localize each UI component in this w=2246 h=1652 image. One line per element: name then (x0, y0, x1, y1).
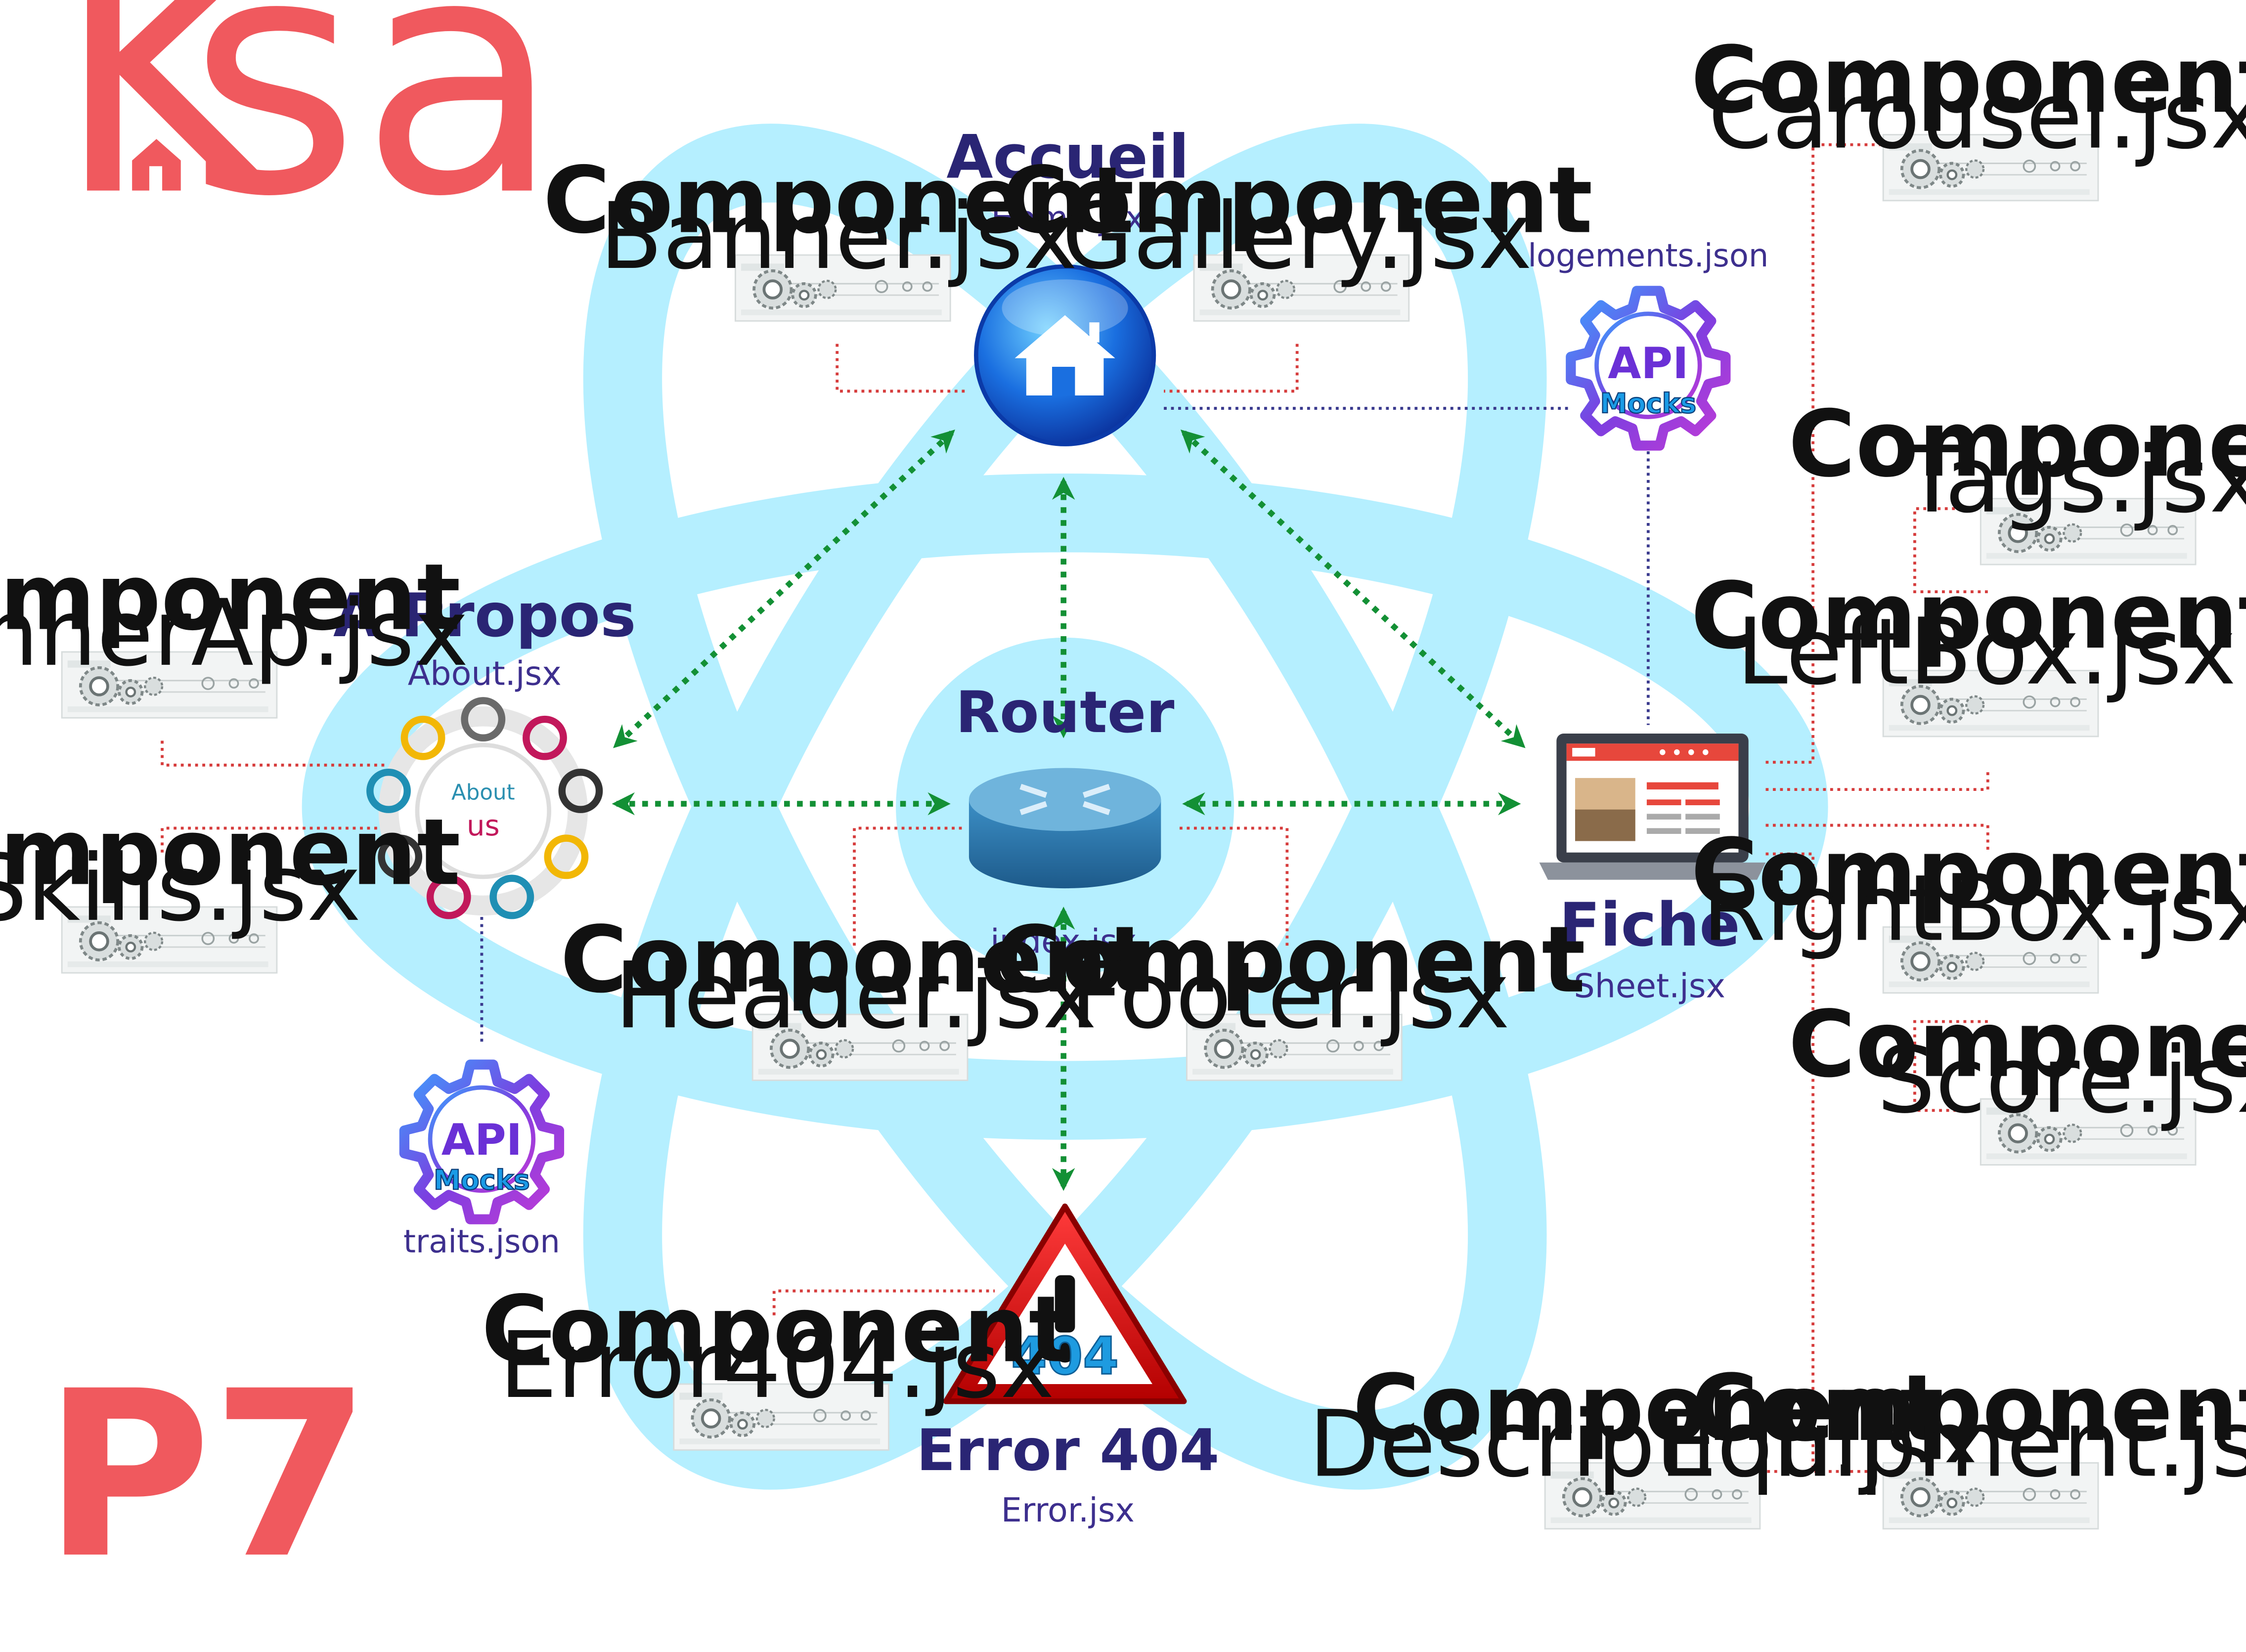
project-badge: P7 (43, 1343, 371, 1609)
component-file-banner: Banner.jsx (600, 183, 1077, 290)
component-carousel: Component Carousel.jsx (1691, 27, 2246, 201)
component-label: Component (0, 544, 461, 651)
page-accueil: Accueil Home.jsx (946, 122, 1189, 446)
page-file-home: Home.jsx (991, 199, 1145, 237)
component-label: Component (0, 799, 461, 906)
component-leftbox: Component LeftBox.jsx (1691, 563, 2246, 737)
component-score: Component Score.jsx (1788, 991, 2246, 1165)
page-title-fiche: Fiche (1559, 890, 1740, 960)
laptop-icon (1539, 734, 1766, 880)
api-file-logements: logements.json (1528, 238, 1768, 274)
component-label: Component (1691, 819, 2246, 926)
component-file-carousel: Carousel.jsx (1708, 63, 2246, 170)
component-footer: Component Footer.jsx (994, 907, 1585, 1081)
component-gallery: Component Gallery.jsx (1002, 147, 1593, 321)
component-links (161, 143, 1989, 1473)
logo-letter-k: K (55, 0, 281, 269)
route-arrows (612, 430, 1526, 1191)
component-file-footer: Footer.jsx (1070, 942, 1510, 1049)
component-label: Component (1691, 563, 2246, 669)
logo-letters-sa: sa (188, 0, 562, 269)
page-title-a-propos: A Propos (333, 580, 636, 651)
component-label: Component (1788, 391, 2246, 497)
component-description: Component Description.jsx (1309, 1355, 1988, 1529)
page-file-error: Error.jsx (1001, 1491, 1135, 1529)
router-file: index.jsx (990, 922, 1137, 961)
component-header: Component Header.jsx (560, 907, 1151, 1081)
component-skills: Component Skills.jsx (0, 799, 461, 973)
api-sub-logements: Mocks (1600, 388, 1696, 419)
component-label: Component (560, 907, 1151, 1013)
about-icon-top-text: About (451, 780, 515, 805)
component-tags: Component Tags.jsx (1788, 391, 2246, 565)
component-label: Component (1691, 27, 2246, 133)
page-fiche: Fiche Sheet.jsx (1539, 734, 1766, 1005)
error-code-text: 404 (1011, 1326, 1119, 1387)
component-file-rightbox: RightBox.jsx (1702, 855, 2246, 961)
page-file-about: About.jsx (408, 654, 562, 693)
component-label: Component (543, 147, 1134, 254)
component-file-gallery: Gallery.jsx (1062, 183, 1532, 290)
component-file-skills: Skills.jsx (0, 835, 361, 942)
component-file-error404: Error404.jsx (499, 1312, 1055, 1419)
component-file-description: Description.jsx (1309, 1391, 1987, 1497)
component-label: Component (994, 907, 1585, 1013)
api-sub-traits: Mocks (434, 1164, 530, 1196)
component-file-equipment: Equipment.jsx (1659, 1391, 2246, 1497)
page-file-sheet: Sheet.jsx (1574, 966, 1725, 1005)
router-icon (969, 768, 1161, 889)
house-icon (132, 139, 181, 191)
component-label: Component (1002, 147, 1593, 254)
kasa-logo: K sa (55, 0, 562, 269)
about-icon-bottom-text: us (467, 809, 500, 842)
component-file-tags: Tags.jsx (1903, 427, 2246, 533)
component-bannerap: Component BannerAp.jsx (0, 544, 469, 718)
router-title: Router (956, 679, 1175, 746)
home-icon (974, 264, 1156, 446)
component-label: Component (1691, 1355, 2246, 1462)
page-title-accueil: Accueil (946, 122, 1189, 192)
page-a-propos: A Propos About.jsx About us (333, 580, 636, 919)
component-file-leftbox: LeftBox.jsx (1736, 599, 2236, 705)
api-label-logements: API (1608, 338, 1688, 389)
warning-icon: 404 (943, 1203, 1187, 1404)
page-error-404: 404 Error 404 Error.jsx (917, 1203, 1220, 1529)
page-title-error: Error 404 (917, 1417, 1220, 1484)
api-mocks-traits: API Mocks traits.json (403, 1065, 560, 1260)
component-equipment: Component Equipment.jsx (1659, 1355, 2246, 1529)
component-file-header: Header.jsx (615, 942, 1097, 1049)
component-label: Component (482, 1276, 1073, 1383)
router-node: Router index.jsx (956, 679, 1175, 960)
api-label-traits: API (441, 1115, 522, 1165)
component-label: Component (1788, 991, 2246, 1098)
component-file-score: Score.jsx (1877, 1027, 2246, 1133)
component-banner: Component Banner.jsx (543, 147, 1134, 321)
about-us-icon: About us (366, 697, 603, 919)
api-mocks-logements: logements.json API Mocks (1528, 238, 1768, 445)
component-rightbox: Component RightBox.jsx (1691, 819, 2246, 993)
api-file-traits: traits.json (403, 1223, 560, 1260)
component-file-bannerap: BannerAp.jsx (0, 580, 469, 687)
component-label: Component (1353, 1355, 1944, 1462)
component-error404: Component Error404.jsx (482, 1276, 1073, 1450)
